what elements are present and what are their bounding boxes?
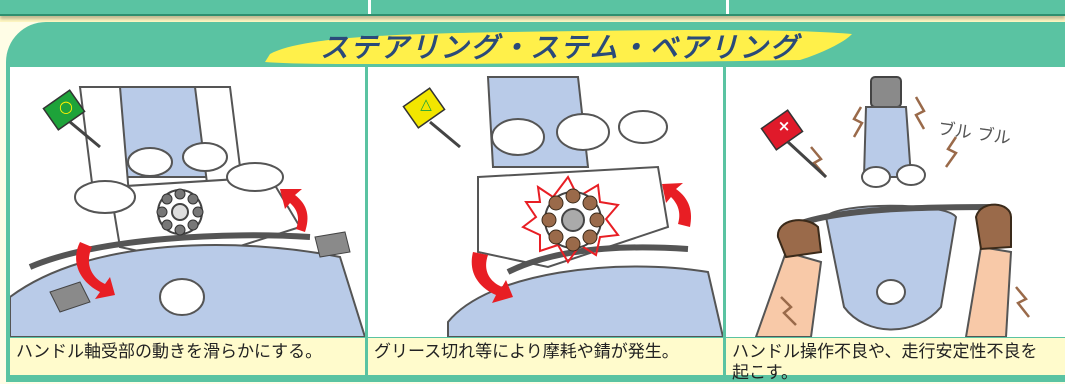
- panel-bad: × ブル ブル ハンドル操作不良や、走行安定性不良を起こす。: [726, 67, 1065, 383]
- panel-illustration: ○: [9, 67, 367, 338]
- caption-box: グリース切れ等により摩耗や錆が発生。: [368, 337, 723, 375]
- caption-text: ハンドル軸受部の動きを滑らかにする。: [16, 342, 323, 362]
- section-title: ステアリング・ステム・ベアリング: [320, 31, 800, 64]
- top-strip: [0, 0, 1065, 22]
- caption-text: ハンドル操作不良や、走行安定性不良を起こす。: [732, 342, 1038, 383]
- caption-text: グリース切れ等により摩耗や錆が発生。: [374, 342, 679, 362]
- column-divider: [365, 67, 368, 374]
- section-title-banner: ステアリング・ステム・ベアリング: [260, 24, 860, 68]
- bad-badge-symbol: ×: [777, 117, 791, 135]
- banner-brushstroke: [265, 30, 852, 64]
- steering-bearing-good-illustration: [9, 86, 367, 338]
- steering-vibration-illustration: [754, 76, 1030, 338]
- footer-divider: [368, 0, 371, 14]
- previous-section-footer: [0, 0, 1065, 16]
- column-divider: [723, 67, 726, 374]
- panel-caution: △ グリース切れ等により摩耗や錆が発生。: [368, 67, 725, 375]
- illustration-grid: ○ ハンドル軸受部の動きを滑らかにする。: [9, 67, 1065, 383]
- footer-divider: [726, 0, 729, 14]
- panel-normal: ○ ハンドル軸受部の動きを滑らかにする。: [9, 67, 367, 375]
- caption-box: ハンドル操作不良や、走行安定性不良を起こす。: [726, 337, 1065, 383]
- caption-box: ハンドル軸受部の動きを滑らかにする。: [10, 337, 365, 375]
- steering-bearing-worn-illustration: [402, 76, 725, 338]
- caution-badge-symbol: △: [420, 95, 432, 113]
- panel-illustration: △: [368, 67, 725, 338]
- panel-illustration: × ブル ブル: [726, 67, 1065, 338]
- good-badge-symbol: ○: [59, 97, 73, 116]
